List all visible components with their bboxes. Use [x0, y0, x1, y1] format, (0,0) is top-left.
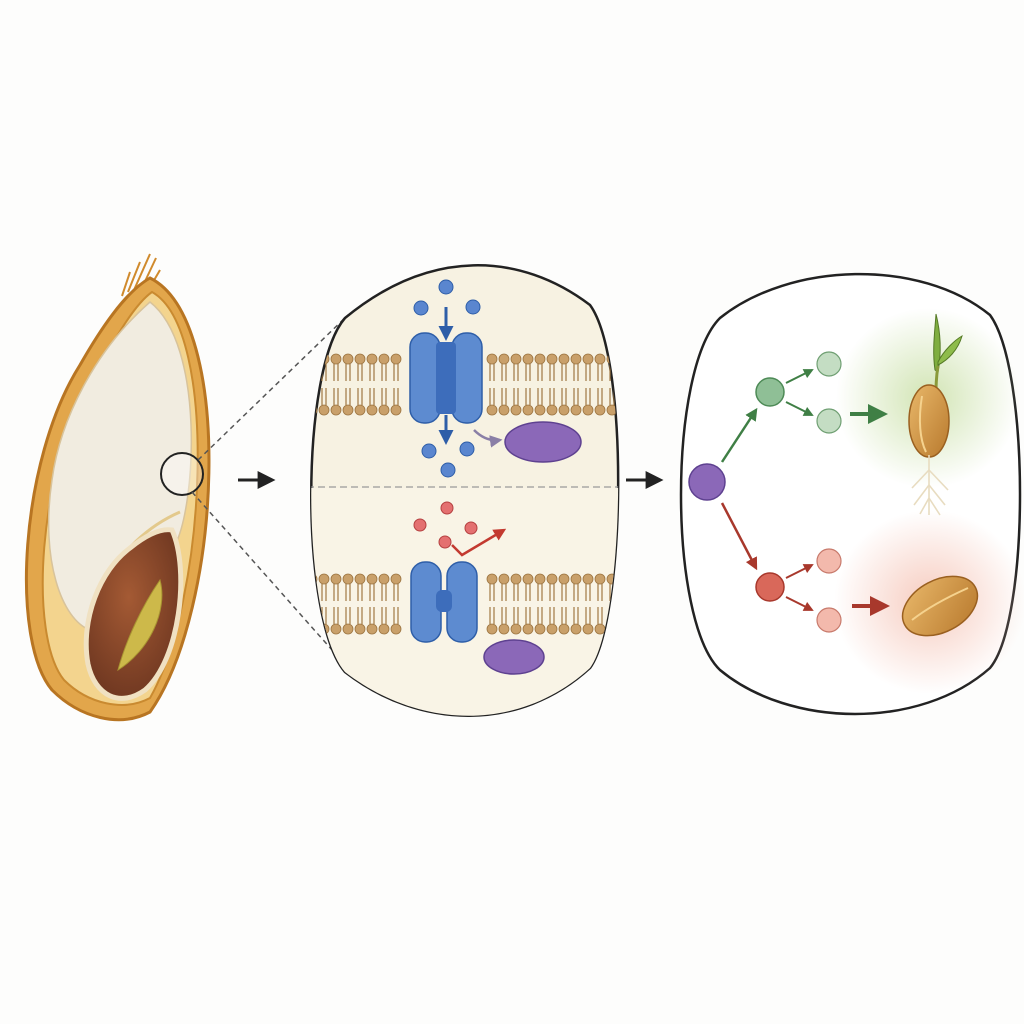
- lipid-head: [355, 405, 365, 415]
- lipid-head: [571, 354, 581, 364]
- lipid-head: [559, 574, 569, 584]
- lipid-head: [547, 624, 557, 634]
- magnifier-circle: [161, 453, 203, 495]
- lipid-head: [331, 624, 341, 634]
- lipid-head: [391, 405, 401, 415]
- lipid-head: [391, 574, 401, 584]
- membrane-zoom-panel: [295, 265, 626, 728]
- lipid-head: [331, 574, 341, 584]
- red-ion: [465, 522, 477, 534]
- lipid-head: [559, 405, 569, 415]
- lipid-head: [571, 624, 581, 634]
- lipid-head: [499, 624, 509, 634]
- blue-ion: [441, 463, 455, 477]
- germination-product-node: [817, 409, 841, 433]
- lipid-head: [595, 574, 605, 584]
- lipid-head: [295, 574, 305, 584]
- lipid-head: [583, 574, 593, 584]
- lipid-head: [583, 624, 593, 634]
- signaling-outcome-panel: [681, 274, 1024, 714]
- signal-protein-inactive: [484, 640, 544, 674]
- lipid-head: [355, 574, 365, 584]
- lipid-head: [583, 354, 593, 364]
- blue-ion: [439, 280, 453, 294]
- red-ion: [441, 502, 453, 514]
- lipid-head: [295, 624, 305, 634]
- grain-panel: [26, 254, 209, 720]
- lipid-head: [511, 624, 521, 634]
- lipid-head: [307, 624, 317, 634]
- lipid-head: [487, 354, 497, 364]
- germination-product-node: [817, 352, 841, 376]
- lipid-head: [523, 574, 533, 584]
- lipid-head: [499, 354, 509, 364]
- lipid-head: [499, 405, 509, 415]
- dormancy-node: [756, 573, 784, 601]
- lipid-head: [487, 624, 497, 634]
- lipid-head: [367, 354, 377, 364]
- signal-protein-active: [505, 422, 581, 462]
- lipid-head: [343, 574, 353, 584]
- lipid-head: [559, 624, 569, 634]
- blue-ion: [466, 300, 480, 314]
- lipid-head: [559, 354, 569, 364]
- open-ion-channel: [410, 333, 482, 423]
- lipid-head: [319, 574, 329, 584]
- lipid-head: [295, 405, 305, 415]
- dormancy-product-node: [817, 549, 841, 573]
- lipid-head: [583, 405, 593, 415]
- lipid-head: [571, 405, 581, 415]
- germination-node: [756, 378, 784, 406]
- red-ion: [414, 519, 426, 531]
- lipid-head: [367, 624, 377, 634]
- lipid-head: [511, 574, 521, 584]
- lipid-head: [547, 574, 557, 584]
- lipid-head: [355, 624, 365, 634]
- lipid-head: [355, 354, 365, 364]
- lipid-head: [595, 624, 605, 634]
- lipid-head: [367, 574, 377, 584]
- signal-hub-node: [689, 464, 725, 500]
- lipid-head: [343, 624, 353, 634]
- lipid-head: [571, 574, 581, 584]
- lipid-head: [523, 405, 533, 415]
- red-ion: [439, 536, 451, 548]
- lipid-head: [607, 574, 617, 584]
- lipid-head: [595, 405, 605, 415]
- lipid-head: [379, 574, 389, 584]
- lipid-head: [343, 405, 353, 415]
- blue-ion: [414, 301, 428, 315]
- dormancy-product-node: [817, 608, 841, 632]
- lipid-head: [391, 354, 401, 364]
- lipid-head: [331, 405, 341, 415]
- lipid-head: [379, 624, 389, 634]
- lipid-head: [379, 405, 389, 415]
- lipid-head: [535, 405, 545, 415]
- lipid-head: [319, 405, 329, 415]
- lipid-head: [535, 574, 545, 584]
- lipid-head: [511, 405, 521, 415]
- lipid-head: [331, 354, 341, 364]
- lipid-head: [379, 354, 389, 364]
- blue-ion: [422, 444, 436, 458]
- blue-ion: [460, 442, 474, 456]
- lipid-head: [367, 405, 377, 415]
- lipid-head: [343, 354, 353, 364]
- lipid-head: [535, 624, 545, 634]
- lipid-head: [535, 354, 545, 364]
- lipid-head: [607, 624, 617, 634]
- lipid-head: [499, 574, 509, 584]
- lipid-head: [487, 574, 497, 584]
- lipid-head: [523, 624, 533, 634]
- lipid-head: [595, 354, 605, 364]
- lipid-head: [487, 405, 497, 415]
- lipid-head: [547, 405, 557, 415]
- lipid-head: [523, 354, 533, 364]
- lipid-head: [547, 354, 557, 364]
- lipid-head: [391, 624, 401, 634]
- lipid-head: [307, 354, 317, 364]
- lipid-head: [511, 354, 521, 364]
